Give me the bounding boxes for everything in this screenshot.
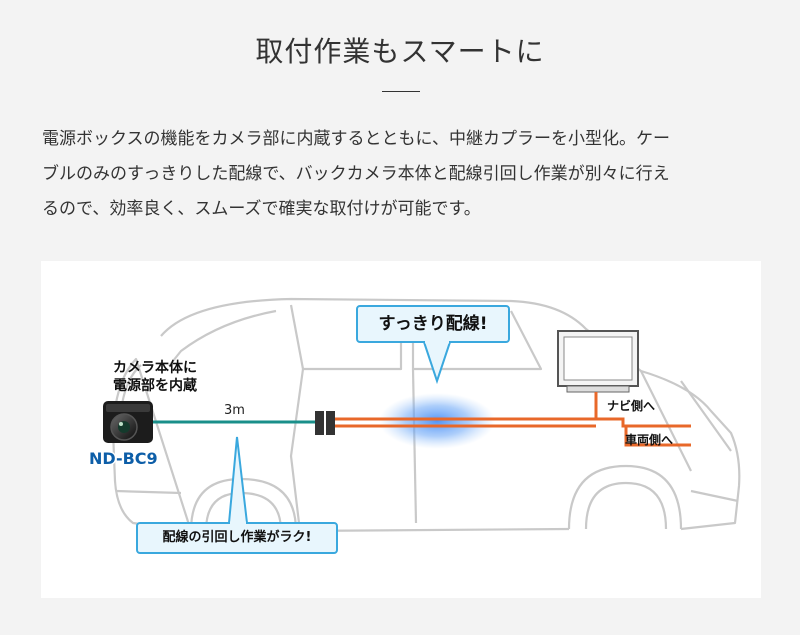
wiring-diagram: カメラ本体に 電源部を内蔵 ND-BC9 3m ナビ側へ 車両側へ すっきり配線… — [41, 261, 761, 598]
title-underline — [382, 91, 420, 92]
page-title: 取付作業もスマートに — [255, 35, 545, 68]
callout-top-text: すっきり配線! — [378, 314, 488, 334]
description-line: るので、効率良く、スムーズで確実な取付けが可能です。 — [42, 199, 481, 219]
diagram-illustration — [103, 297, 741, 554]
description-text: 電源ボックスの機能をカメラ部に内蔵するとともに、中継カプラーを小型化。ケー ブル… — [42, 122, 762, 227]
camera-model-name: ND-BC9 — [89, 449, 158, 468]
cable-length-label: 3m — [224, 403, 245, 418]
branch-navi-label: ナビ側へ — [607, 399, 656, 413]
navigation-monitor — [557, 330, 639, 393]
description-line: 電源ボックスの機能をカメラ部に内蔵するとともに、中継カプラーを小型化。ケー — [42, 129, 670, 149]
wiring-highlight-glow — [379, 393, 495, 449]
vehicle-outline — [111, 297, 741, 533]
relay-coupler-icon — [315, 411, 335, 435]
camera-label: カメラ本体に 電源部を内蔵 — [113, 359, 197, 395]
camera-label-line: 電源部を内蔵 — [113, 378, 197, 394]
camera-label-line: カメラ本体に — [113, 360, 197, 376]
callout-bottom-bubble — [136, 436, 338, 554]
callout-bottom-text: 配線の引回し作業がラク! — [162, 530, 312, 545]
vehicle-cable — [335, 392, 691, 447]
branch-vehicle-label: 車両側へ — [625, 433, 674, 447]
description-line: ブルのみのすっきりした配線で、バックカメラ本体と配線引回し作業が別々に行え — [42, 164, 670, 184]
callout-top-bubble — [356, 305, 510, 385]
camera-icon — [103, 401, 153, 443]
